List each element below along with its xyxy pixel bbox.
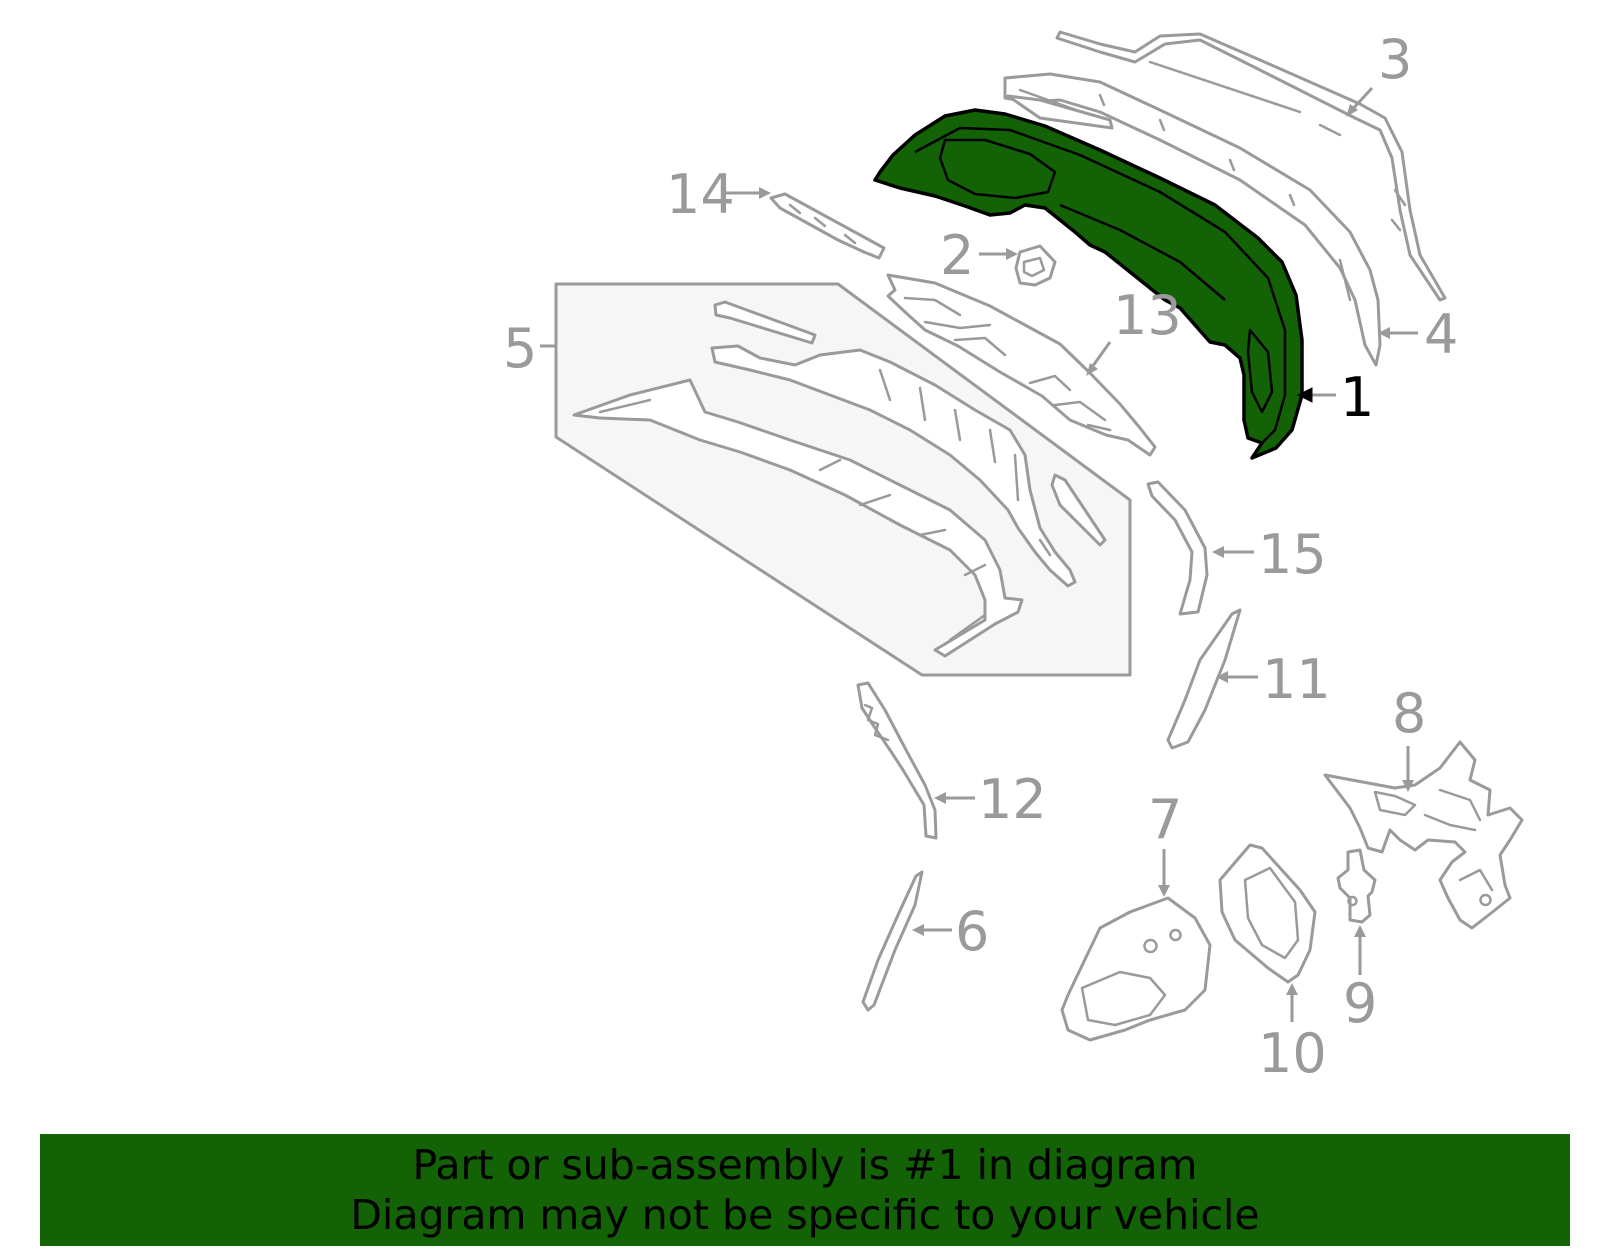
callout-6[interactable]: 6 bbox=[955, 900, 989, 963]
callout-11[interactable]: 11 bbox=[1262, 648, 1331, 711]
callout-4[interactable]: 4 bbox=[1424, 303, 1458, 366]
part-7-housing[interactable] bbox=[1060, 896, 1212, 1042]
callout-15[interactable]: 15 bbox=[1258, 523, 1327, 586]
part-9-sensor[interactable] bbox=[1336, 848, 1377, 924]
part-11-trim[interactable] bbox=[1166, 608, 1242, 750]
callout-3[interactable]: 3 bbox=[1378, 28, 1412, 91]
part-13-bracket[interactable] bbox=[886, 273, 1157, 457]
callout-12[interactable]: 12 bbox=[978, 768, 1047, 831]
part-2-clip[interactable] bbox=[1014, 244, 1057, 287]
callout-2[interactable]: 2 bbox=[940, 224, 974, 287]
banner-line-1: Part or sub-assembly is #1 in diagram bbox=[412, 1141, 1198, 1189]
callout-13[interactable]: 13 bbox=[1113, 284, 1182, 347]
callout-7[interactable]: 7 bbox=[1148, 788, 1182, 851]
leader-lines bbox=[540, 86, 1418, 1022]
callout-10[interactable]: 10 bbox=[1258, 1022, 1327, 1085]
callout-8[interactable]: 8 bbox=[1392, 682, 1426, 745]
part-15-trim[interactable] bbox=[1146, 480, 1209, 616]
callout-labels: 1 2 3 4 5 6 7 8 9 10 11 12 13 14 15 bbox=[503, 28, 1458, 1085]
callout-9[interactable]: 9 bbox=[1343, 972, 1377, 1035]
info-banner: Part or sub-assembly is #1 in diagram Di… bbox=[40, 1134, 1570, 1246]
part-10-bracket[interactable] bbox=[1218, 843, 1317, 984]
callout-5[interactable]: 5 bbox=[503, 317, 537, 380]
part-14-strip[interactable] bbox=[769, 192, 886, 260]
part-6-strip[interactable] bbox=[861, 870, 924, 1012]
banner-line-2: Diagram may not be specific to your vehi… bbox=[350, 1191, 1260, 1239]
part-1-bumper-cover[interactable] bbox=[873, 108, 1304, 460]
part-12-bracket[interactable] bbox=[856, 681, 938, 840]
part-3-reinforcement[interactable] bbox=[1055, 30, 1447, 302]
part-8-bracket[interactable] bbox=[1323, 740, 1524, 930]
part-4-trim[interactable] bbox=[1003, 72, 1382, 367]
part-5-assembly-group[interactable] bbox=[554, 282, 1132, 677]
callout-14[interactable]: 14 bbox=[666, 163, 735, 226]
callout-1[interactable]: 1 bbox=[1340, 366, 1374, 429]
